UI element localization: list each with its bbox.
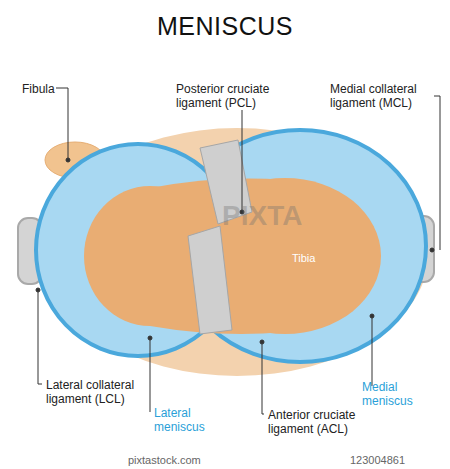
acl-ligament: [188, 226, 232, 334]
leader-line: [372, 318, 373, 386]
leader-dot: [36, 288, 40, 292]
leader-line: [56, 88, 68, 158]
watermark-site: pixtastock.com: [128, 453, 238, 467]
part-label: Lateral collateral ligament (LCL): [46, 378, 166, 406]
part-label: Tibia: [292, 251, 352, 265]
diagram-title: MENISCUS: [0, 12, 450, 41]
leader-dot: [66, 158, 70, 162]
leader-line: [262, 344, 264, 414]
leader-line: [38, 292, 42, 384]
leader-dot: [260, 340, 264, 344]
part-label: Posterior cruciate ligament (PCL): [176, 82, 296, 110]
leader-line: [434, 96, 440, 250]
part-label: Fibula: [22, 82, 72, 96]
part-label: Medial collateral ligament (MCL): [330, 82, 442, 110]
leader-line: [242, 110, 243, 210]
part-label: Lateral meniscus: [154, 406, 234, 434]
leader-dot: [148, 336, 152, 340]
medial-meniscus-shape: [174, 130, 426, 362]
watermark-id: 123004861: [350, 453, 440, 467]
leader-dot: [370, 314, 374, 318]
leader-line: [150, 340, 151, 412]
watermark: PIXTA: [222, 200, 342, 232]
leader-dot: [430, 248, 434, 252]
part-label: Medial meniscus: [362, 380, 442, 408]
part-label: Anterior cruciate ligament (ACL): [268, 408, 393, 436]
